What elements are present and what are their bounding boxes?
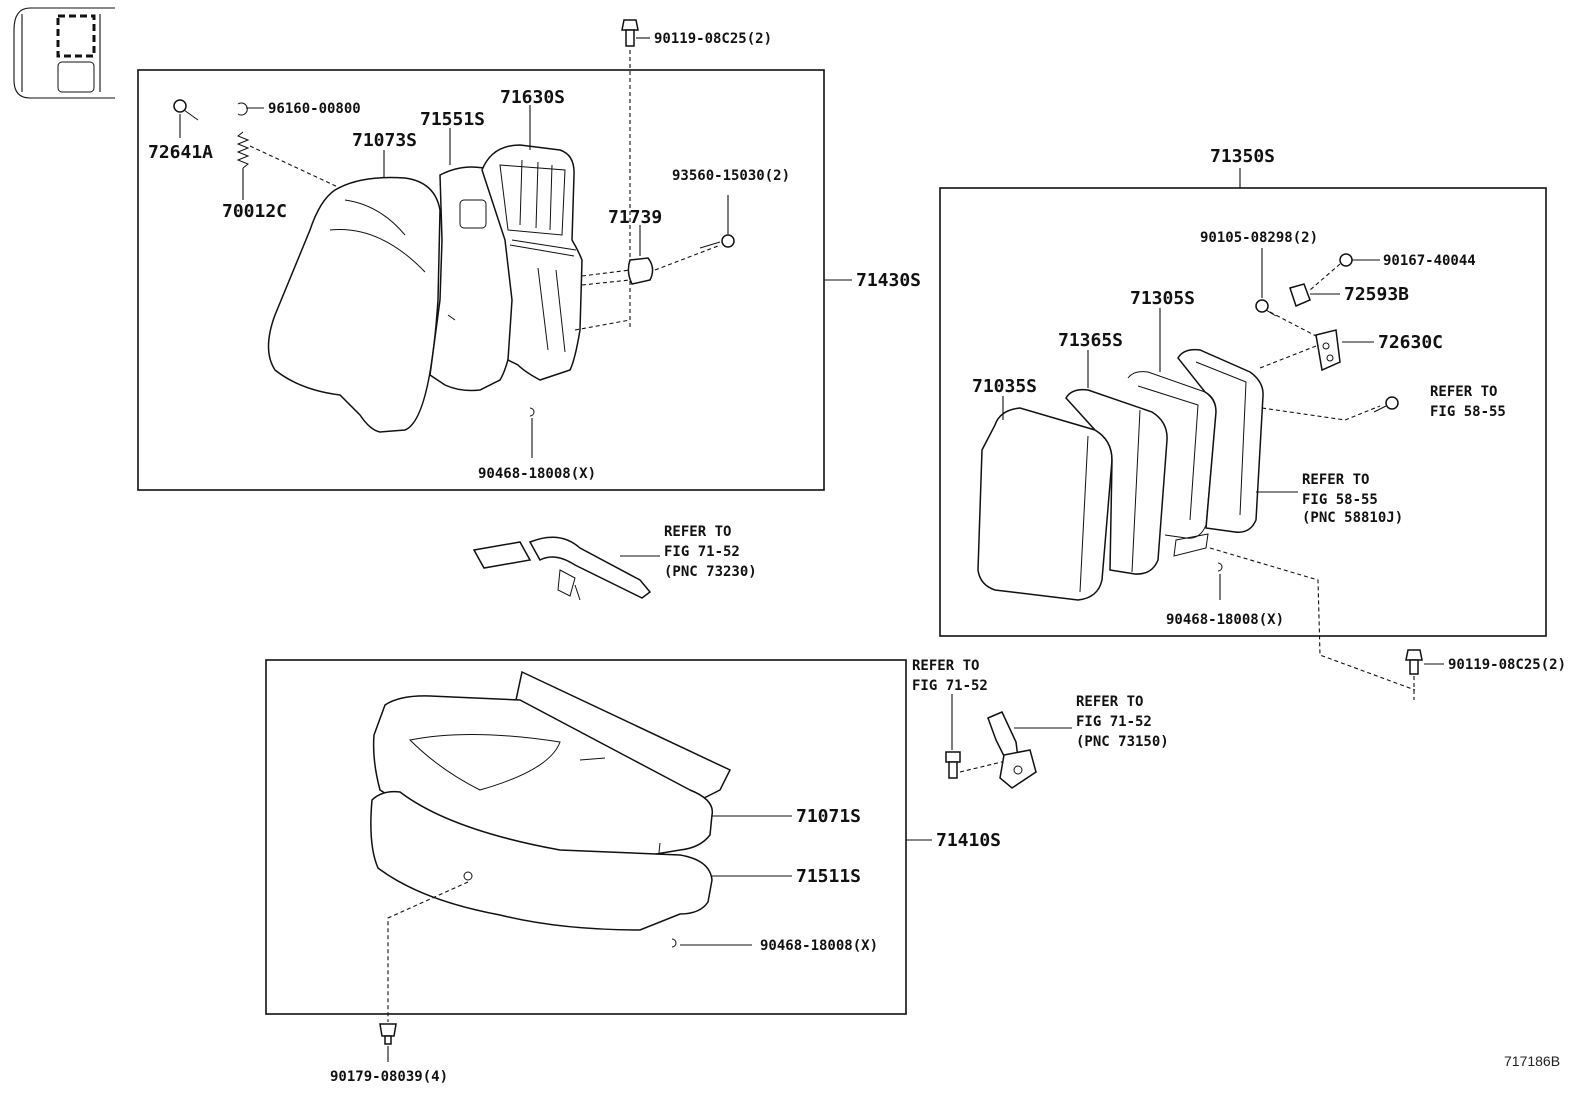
ref-73150-line1: REFER TO [1076,694,1143,710]
screw-icon [1339,253,1353,267]
seat-cushion-assembly-box [265,659,907,1015]
bolt-icon [1373,396,1399,413]
ref-58810J-line2: FIG 58-55 [1302,492,1378,508]
label-90179: 90179-08039(4) [330,1069,448,1085]
spring-icon [236,131,250,169]
label-71071S: 71071S [796,806,861,827]
ref-58810J-line1: REFER TO [1302,472,1369,488]
label-71035S: 71035S [972,376,1037,397]
label-90119-top: 90119-08C25(2) [654,31,772,47]
grommet-icon [1217,562,1223,572]
ref-58-55-line1: REFER TO [1430,384,1497,400]
label-96160: 96160-00800 [268,101,361,117]
label-72630C: 72630C [1378,332,1443,353]
label-90468-c: 90468-18008(X) [760,938,878,954]
rear-back-pad-shape [1065,388,1168,575]
label-71410S: 71410S [936,830,1001,851]
bolt-icon [699,234,735,249]
bolt-icon [1255,299,1277,317]
label-71739: 71739 [608,207,662,228]
label-70012C: 70012C [222,201,287,222]
bolt-icon [621,19,639,47]
vehicle-locator-icon [13,7,115,99]
bolt-icon [945,751,961,779]
label-71365S: 71365S [1058,330,1123,351]
rear-back-cover-shape [977,407,1113,601]
label-71305S: 71305S [1130,288,1195,309]
label-71430S: 71430S [856,270,921,291]
label-90105: 90105-08298(2) [1200,230,1318,246]
rear-seatback-assembly-box [939,187,1547,637]
label-71073S: 71073S [352,130,417,151]
label-72641A: 72641A [148,142,213,163]
grommet-icon [529,407,535,417]
diagram-id: 717186B [1504,1053,1560,1069]
bolt-icon [1405,649,1423,700]
ref-73230-line2: FIG 71-52 [664,544,740,560]
label-90468-a: 90468-18008(X) [478,466,596,482]
label-90167: 90167-40044 [1383,253,1476,269]
label-71511S: 71511S [796,866,861,887]
label-71350S: 71350S [1210,146,1275,167]
ref-71-52-line2: FIG 71-52 [912,678,988,694]
ref-58-55-line2: FIG 58-55 [1430,404,1506,420]
label-72593B: 72593B [1344,284,1409,305]
cap-icon [1289,283,1311,308]
ref-71-52-line1: REFER TO [912,658,979,674]
grommet-icon [671,938,677,948]
ref-58810J-line3: (PNC 58810J) [1302,510,1403,526]
label-90119-right: 90119-08C25(2) [1448,657,1566,673]
label-93560: 93560-15030(2) [672,168,790,184]
ref-73230-line1: REFER TO [664,524,731,540]
seat-cushion-pad-shape [370,790,713,931]
ref-73150-line2: FIG 71-52 [1076,714,1152,730]
hinge-icon [1315,329,1341,372]
label-71551S: 71551S [420,109,485,130]
seatback-frame-shape [481,144,583,381]
knob-icon [627,257,654,285]
label-90468-b: 90468-18008(X) [1166,612,1284,628]
clip-icon [237,102,248,116]
pin-icon [173,99,199,121]
ref-73150-line3: (PNC 73150) [1076,734,1169,750]
seatbelt-buckle-icon [987,711,1037,789]
seat-cushion-cover-shape [372,670,732,863]
seatback-cover-shape [267,176,441,433]
bolt-icon [379,1023,397,1045]
label-71630S: 71630S [500,87,565,108]
ref-73230-line3: (PNC 73230) [664,564,757,580]
rear-back-board-shape [1173,348,1264,557]
seatbelt-buckle-icon [472,536,652,601]
